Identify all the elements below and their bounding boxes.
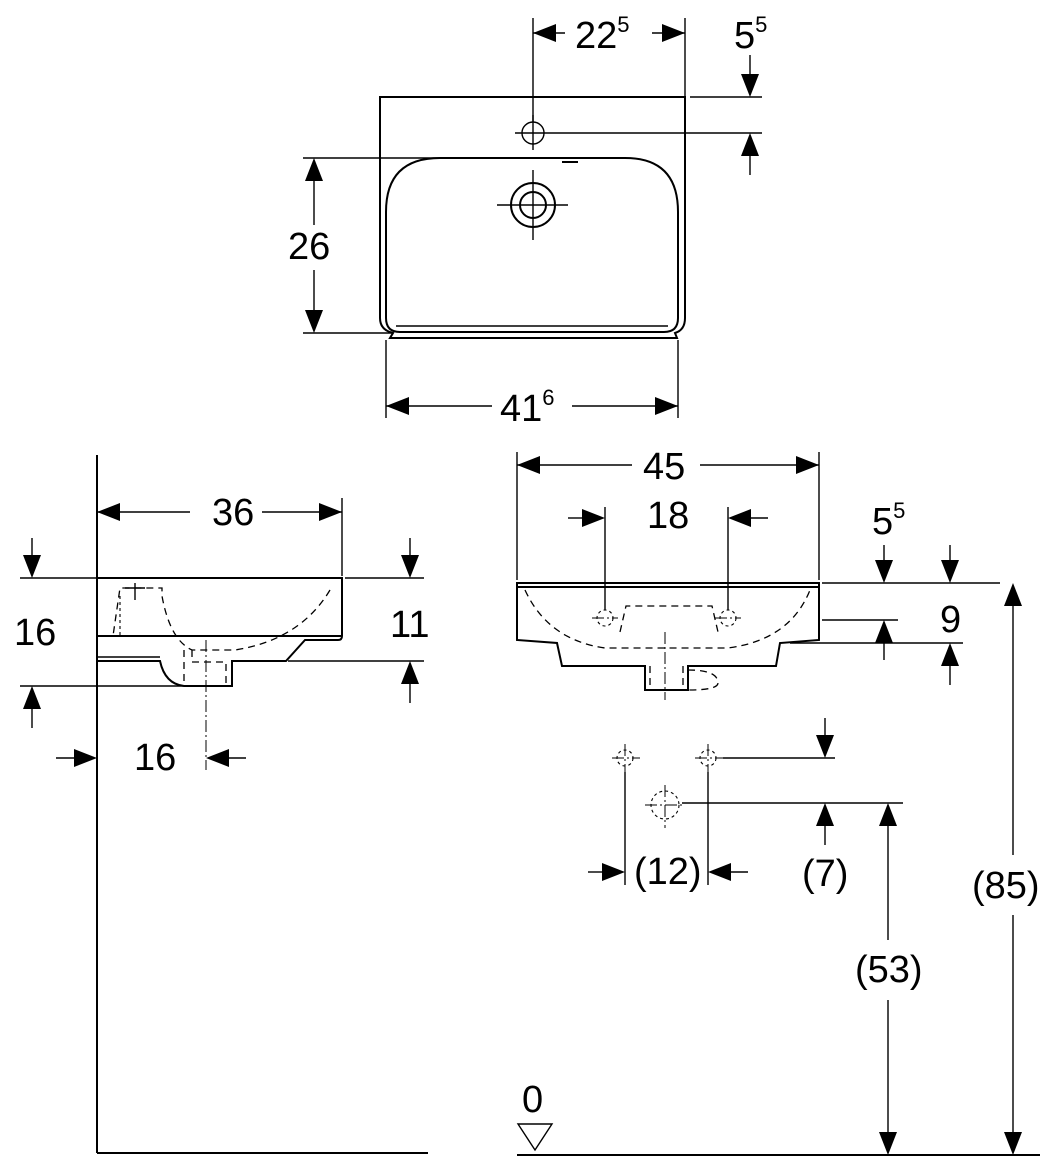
label-supply-spacing: (12) <box>634 851 702 893</box>
dim-waste-height: (53) <box>855 803 923 1155</box>
dim-front-width: 45 <box>516 446 820 580</box>
label-tap-offset: 22 <box>575 15 617 57</box>
dim-bowl-depth: 26 <box>288 157 440 334</box>
dim-supply-offset: (7) <box>682 718 903 895</box>
dim-bowl-height: 11 <box>288 538 429 703</box>
label-rim-offset-sup: 5 <box>893 498 905 523</box>
label-tap-spacing: 18 <box>647 495 689 537</box>
dim-projection: 36 <box>97 492 343 576</box>
label-tap-depth-sup: 5 <box>755 12 767 37</box>
svg-text:416: 416 <box>500 385 555 430</box>
label-bowl-width: 41 <box>500 388 542 430</box>
label-projection: 36 <box>212 492 254 534</box>
front-view-basin-outline <box>516 582 820 691</box>
label-tap-offset-sup: 5 <box>617 12 629 37</box>
side-view-basin-outline <box>97 577 343 687</box>
label-waste-height: (53) <box>855 949 923 991</box>
label-bowl-width-sup: 6 <box>542 385 554 410</box>
side-view: 36 16 11 16 <box>14 455 429 1154</box>
top-view-bowl <box>385 157 679 333</box>
label-bowl-height: 11 <box>390 604 429 646</box>
dim-rim-height: 9 <box>790 545 963 685</box>
dim-rim-height-floor: (85) <box>972 583 1040 1155</box>
dim-waste-offset: 16 <box>56 737 246 779</box>
floor-level-symbol: 0 <box>516 1079 554 1152</box>
waste-outlet-symbol <box>497 170 568 240</box>
label-supply-offset: (7) <box>802 853 848 895</box>
svg-text:225: 225 <box>575 12 630 57</box>
label-front-width: 45 <box>643 446 685 488</box>
dim-bowl-width: 416 <box>385 340 679 430</box>
label-rim-height-floor: (85) <box>972 865 1040 907</box>
label-rim-height: 9 <box>940 599 961 641</box>
dim-tap-spacing: 18 <box>568 495 768 610</box>
label-tap-depth: 5 <box>734 15 755 57</box>
dim-supply-spacing: (12) <box>588 772 748 893</box>
dim-overall-height: 16 <box>14 538 184 728</box>
supply-connections <box>612 744 723 828</box>
svg-text:55: 55 <box>734 12 767 57</box>
front-view: 0 45 <box>516 446 1040 1156</box>
label-floor-level: 0 <box>522 1079 543 1121</box>
label-waste-offset: 16 <box>134 737 176 779</box>
dim-rim-offset: 55 <box>822 498 1000 660</box>
dim-tap-depth: 55 <box>552 12 767 175</box>
top-view: 225 55 26 <box>288 12 767 430</box>
label-rim-offset: 5 <box>872 501 893 543</box>
dim-tap-offset: 225 <box>532 12 686 122</box>
front-tap-holes <box>592 609 741 700</box>
label-bowl-depth: 26 <box>288 226 330 268</box>
label-overall-height: 16 <box>14 612 56 654</box>
svg-text:55: 55 <box>872 498 905 543</box>
top-view-basin-outline <box>379 96 686 339</box>
tap-hole-symbol <box>515 115 578 163</box>
